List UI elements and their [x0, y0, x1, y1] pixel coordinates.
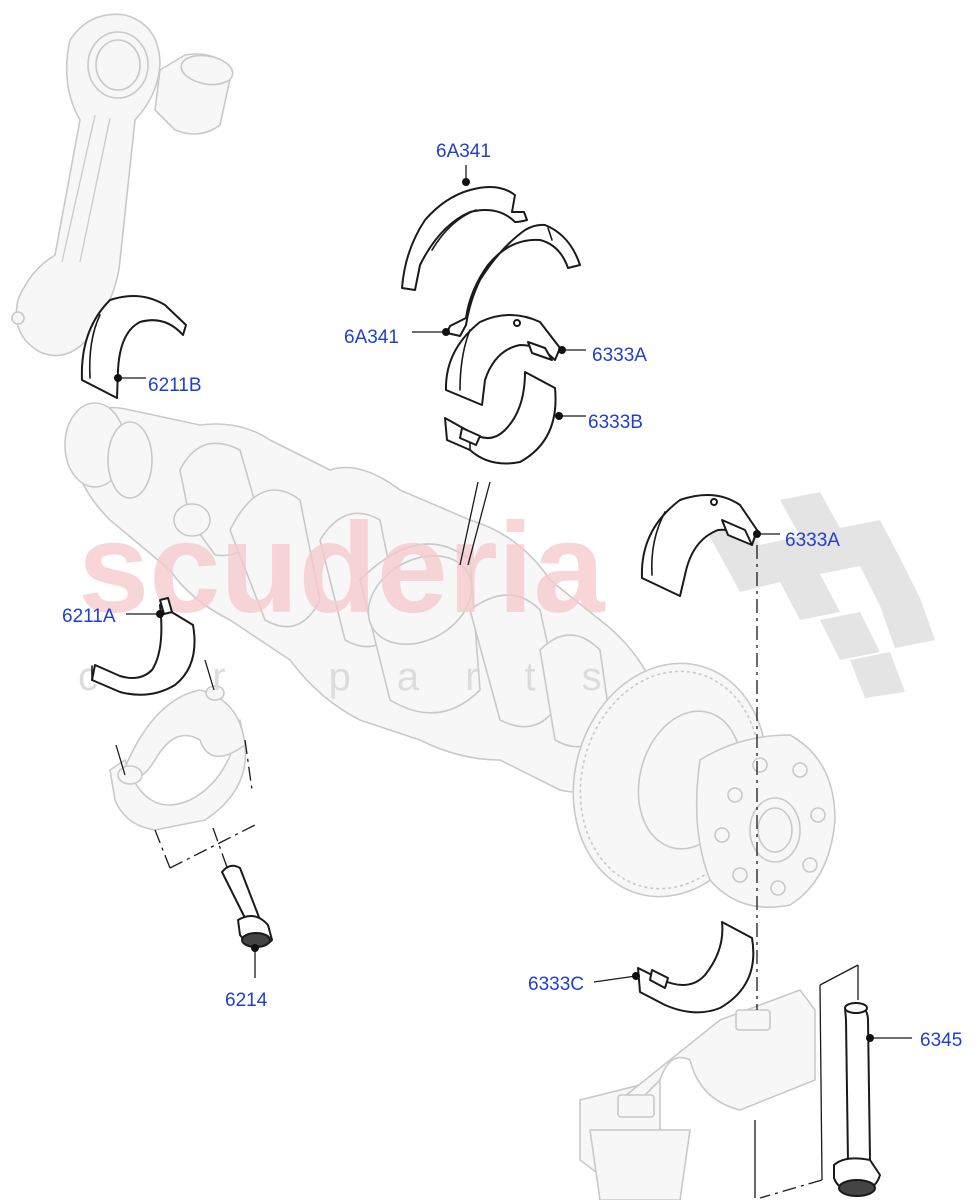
main-bearing-shell-lower-6333C[interactable] — [637, 921, 755, 1014]
thrust-washer-lower[interactable] — [446, 223, 581, 337]
thrust-washer-upper[interactable] — [401, 185, 528, 291]
callout-6333A-top[interactable]: 6333A — [592, 345, 647, 366]
callout-6333C[interactable]: 6333C — [528, 974, 584, 995]
callout-6333B[interactable]: 6333B — [588, 412, 643, 433]
main-bearing-shell-lower-6333B[interactable] — [444, 371, 557, 465]
bearing-cap-right-ghost — [579, 989, 816, 1200]
leader-lines — [115, 165, 912, 1198]
callout-6A341-mid[interactable]: 6A341 — [344, 327, 399, 348]
centerlines — [154, 545, 823, 1199]
callout-6333A-right[interactable]: 6333A — [785, 530, 840, 551]
callout-6211A[interactable]: 6211A — [62, 606, 116, 627]
connecting-rod-ghost — [11, 13, 234, 357]
callout-6345[interactable]: 6345 — [920, 1030, 962, 1051]
main-bearing-bolt-6345[interactable] — [833, 1002, 881, 1197]
main-bearing-shell-upper-6333A[interactable] — [444, 314, 561, 406]
callout-6A341-top[interactable]: 6A341 — [436, 141, 491, 162]
callout-6214[interactable]: 6214 — [225, 990, 268, 1011]
bearing-cap-left-ghost — [109, 685, 247, 831]
crank-gear-ghost — [572, 662, 836, 908]
conrod-bearing-upper-6211B[interactable] — [80, 295, 187, 399]
main-bearing-shell-upper-6333A-right[interactable] — [640, 494, 758, 597]
callout-6211B[interactable]: 6211B — [148, 375, 202, 396]
conrod-bearing-lower-6211A[interactable] — [91, 597, 196, 696]
crankshaft-ghost — [64, 402, 661, 793]
checker-flag-watermark — [700, 492, 935, 698]
watermark-brand: scuderia — [78, 497, 605, 640]
conrod-bolt-6214[interactable] — [221, 864, 273, 948]
leader-dots — [114, 178, 874, 1042]
